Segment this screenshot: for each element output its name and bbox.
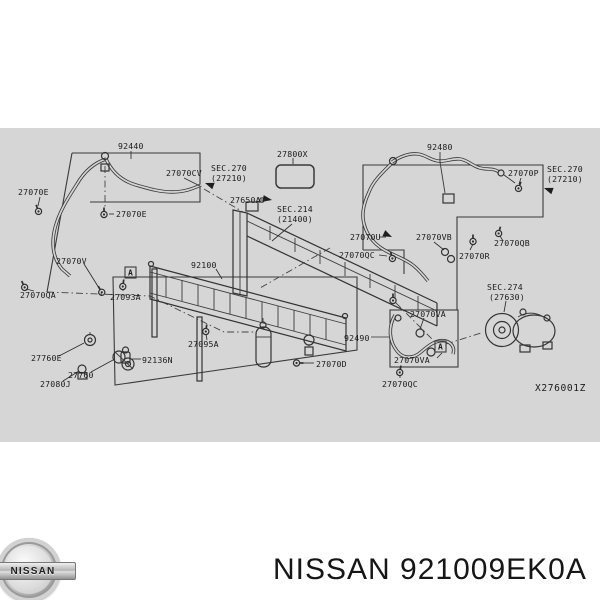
section-ref-214-line1: SEC.214 xyxy=(277,204,313,214)
part-label-27093a: 27093A xyxy=(110,292,141,302)
part-label-27070cv: 27070CV xyxy=(166,168,202,178)
part-label-27070va-top: 27070VA xyxy=(410,309,446,319)
section-ref-274-line2: (27630) xyxy=(489,292,525,302)
section-ref-274-line1: SEC.274 xyxy=(487,282,523,292)
drawing-number: X276001Z xyxy=(535,383,586,394)
receiver-drier xyxy=(255,318,272,368)
part-label-27070e-left: 27070E xyxy=(18,187,49,197)
pressure-valve-part xyxy=(303,334,315,356)
part-label-92490: 92490 xyxy=(344,333,370,343)
compressor xyxy=(484,308,556,353)
nissan-logo-bar: NISSAN xyxy=(0,562,76,580)
bolt-icon xyxy=(292,359,305,367)
footer-part-title: NISSAN 921009EK0A xyxy=(273,553,587,587)
pipe-group-box-92440 xyxy=(46,152,201,293)
bolt-icon xyxy=(201,323,211,336)
marker-a-label: A xyxy=(128,269,133,278)
part-label-27070r: 27070R xyxy=(459,251,490,261)
part-label-27070qb: 27070QB xyxy=(494,238,530,248)
part-label-27070qc-mid: 27070QC xyxy=(339,250,375,260)
section-ref-214-line2: (21400) xyxy=(277,214,313,224)
part-label-92440: 92440 xyxy=(118,141,144,151)
condenser-core xyxy=(147,260,349,382)
part-label-27800x: 27800X xyxy=(277,149,308,159)
part-labels: 92440 27070E 27070E 27070CV SEC.270 (272… xyxy=(18,141,586,394)
footer-part-number: 921009EK0A xyxy=(400,553,587,586)
attachment-marker-a2: A xyxy=(434,340,447,353)
bolt-icon xyxy=(94,283,107,298)
label-plate-27800x xyxy=(275,164,315,189)
radiator-assembly xyxy=(232,197,438,327)
bolt-icon xyxy=(100,206,108,219)
marker-a-label: A xyxy=(438,343,443,352)
part-label-92480: 92480 xyxy=(427,142,453,152)
bolt-icon xyxy=(493,225,505,239)
condenser-group-box xyxy=(112,276,358,386)
part-label-27095a: 27095A xyxy=(188,339,219,349)
part-label-27070v: 27070V xyxy=(56,256,87,266)
part-label-27070u: 27070U xyxy=(350,232,381,242)
group-boxes xyxy=(46,152,544,386)
condenser-side-bracket-left xyxy=(151,268,158,338)
attachment-marker-a1: A xyxy=(124,266,137,279)
part-label-92136n: 92136N xyxy=(142,355,173,365)
part-label-27070vb: 27070VB xyxy=(416,232,452,242)
part-label-27080j: 27080J xyxy=(40,379,71,389)
footer-brand: NISSAN xyxy=(273,553,391,586)
arrow-icon xyxy=(382,230,394,241)
arrow-icon xyxy=(262,195,273,204)
centerlines xyxy=(46,166,482,345)
part-label-27070p: 27070P xyxy=(508,168,539,178)
sec-ref-arrow-icon xyxy=(542,184,554,195)
nissan-logo-text: NISSAN xyxy=(10,565,56,577)
condenser-side-bracket-right xyxy=(196,316,203,382)
part-label-27070qa-left: 27070QA xyxy=(20,290,56,300)
section-ref-270-right-line2: (27210) xyxy=(547,174,583,184)
leader-lines xyxy=(25,151,522,382)
bolt-icon xyxy=(469,233,477,246)
low-pressure-pipe-92490 xyxy=(388,314,456,359)
part-label-27070d: 27070D xyxy=(316,359,347,369)
section-ref-270-right-line1: SEC.270 xyxy=(547,164,583,174)
section-ref-270-left-line2: (27210) xyxy=(211,173,247,183)
part-label-27070va-bottom: 27070VA xyxy=(394,355,430,365)
diagram-gray-background xyxy=(0,128,600,442)
part-label-27070qc-bottom: 27070QC xyxy=(382,379,418,389)
bolt-icon xyxy=(118,278,128,291)
cooler-pipe-92440 xyxy=(51,151,202,278)
part-label-92100: 92100 xyxy=(191,260,217,270)
part-label-27760e: 27760E xyxy=(31,353,62,363)
section-ref-270-left-line1: SEC.270 xyxy=(211,163,247,173)
part-label-27760: 27760 xyxy=(68,370,94,380)
bracket-parts-27760 xyxy=(77,332,135,380)
part-label-27070e-mid: 27070E xyxy=(116,209,147,219)
hose-group-box-92480 xyxy=(362,164,544,310)
part-label-27650a: 27650A xyxy=(230,195,261,205)
high-pressure-hose-92480 xyxy=(361,152,516,283)
